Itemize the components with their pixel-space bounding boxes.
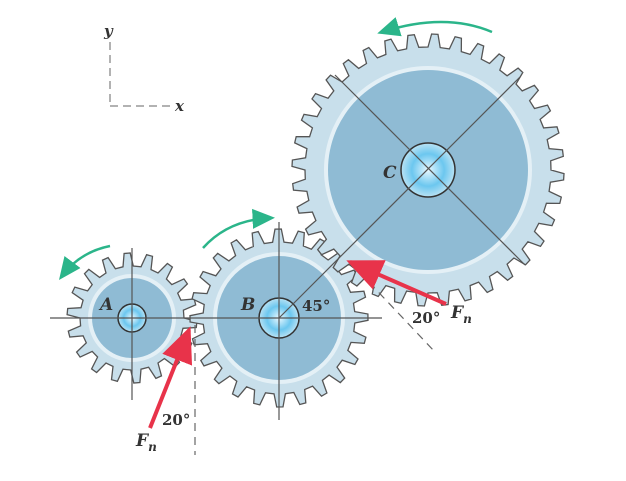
angle-45-label: 45° (302, 297, 330, 315)
gear-b-label: B (240, 295, 255, 315)
gear-hub (400, 142, 456, 198)
rotation-arrow-b (202, 208, 275, 249)
force-label-upper: Fn (450, 303, 472, 326)
gear-c (291, 33, 565, 307)
gear-a-label: A (98, 295, 113, 315)
force-arrow-lower (148, 326, 193, 429)
coordinate-axes: y x (103, 22, 185, 115)
gear-c-label: C (383, 163, 397, 183)
y-axis-label: y (103, 22, 114, 40)
rotation-arrow-a (58, 244, 111, 280)
rotation-arrow-c (377, 17, 493, 37)
angle-20-lower-label: 20° (162, 411, 190, 429)
force-label-lower: Fn (135, 431, 157, 454)
force-arrow-upper (346, 260, 447, 306)
center-lines (50, 74, 526, 420)
angle-20-upper-label: 20° (412, 309, 440, 327)
x-axis-label: x (174, 97, 185, 115)
